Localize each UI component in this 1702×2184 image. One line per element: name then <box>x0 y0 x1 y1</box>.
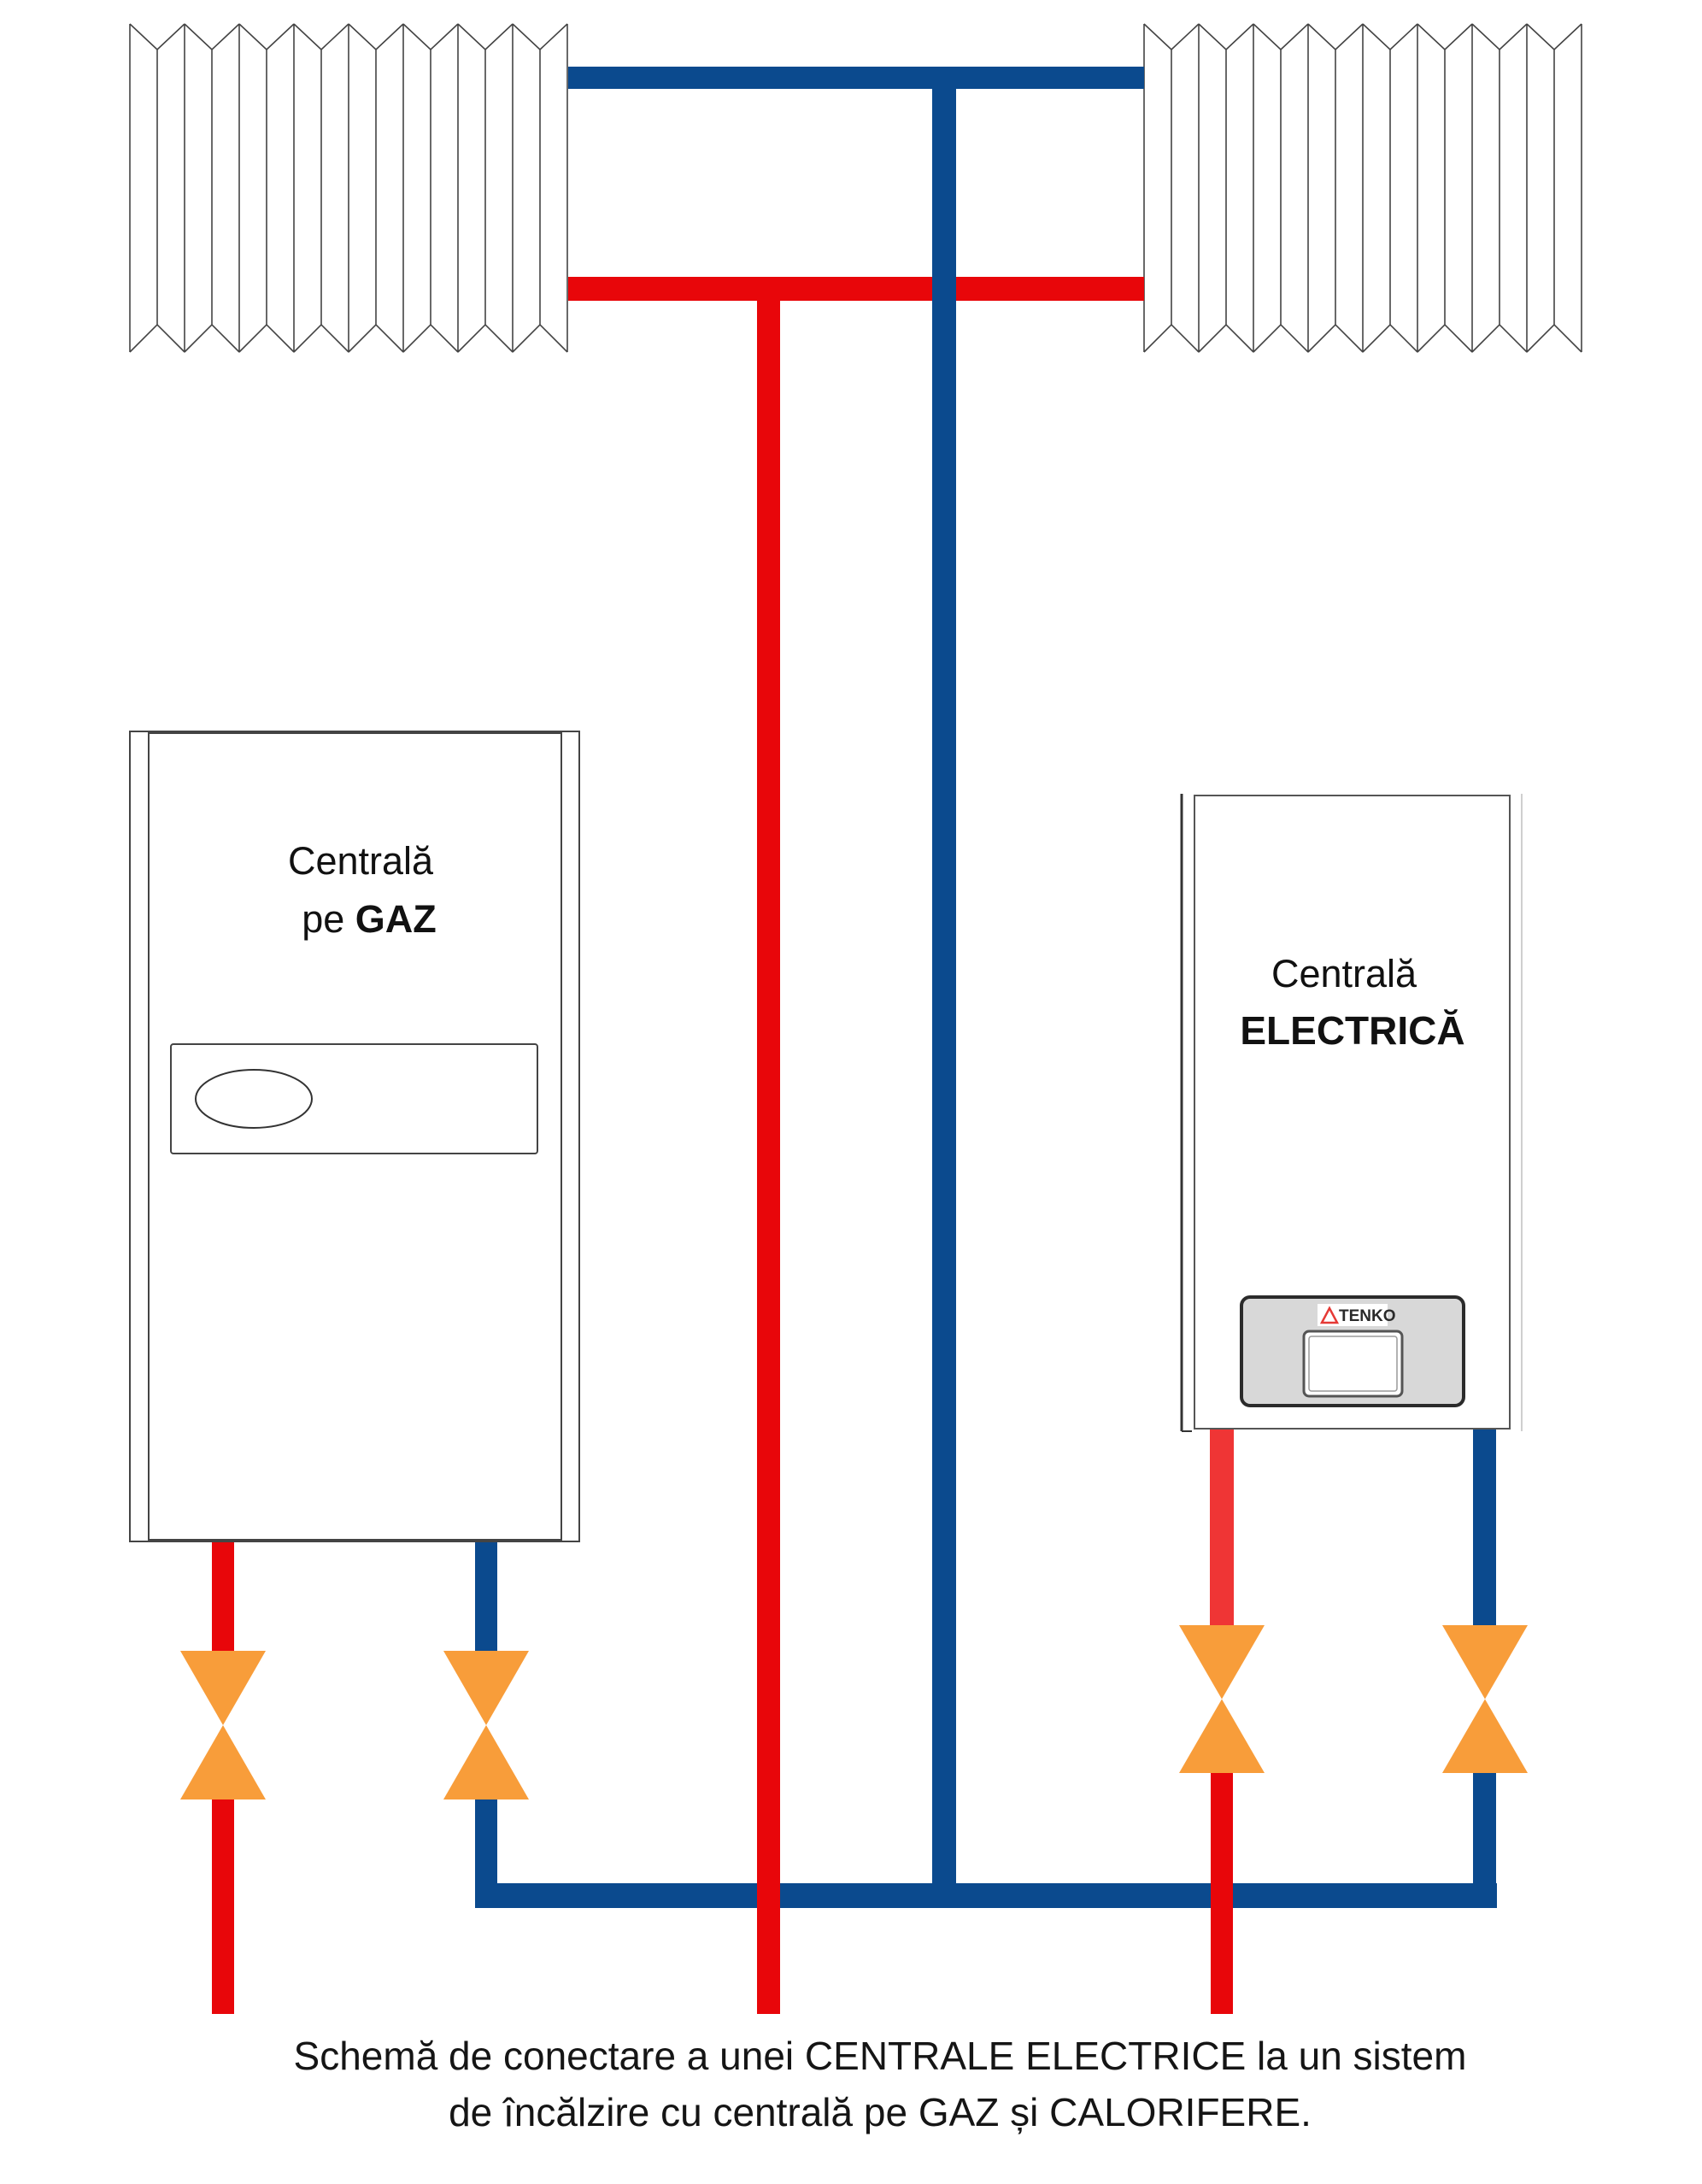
cold-pipe-electric-boiler-lower <box>1473 1764 1496 1908</box>
hot-pipe-gas-boiler-lower <box>212 1790 234 2014</box>
hot-pipe-main-riser <box>757 277 780 2014</box>
hot-pipe-electric-boiler-upper <box>1210 1430 1234 1635</box>
gas-boiler-label-line2: pe GAZ <box>302 897 437 941</box>
valve-electric-return[interactable] <box>1442 1625 1528 1773</box>
valve-upper-triangle <box>1179 1625 1265 1700</box>
hot-pipe-top-manifold <box>568 277 1144 301</box>
radiator-left <box>129 23 568 353</box>
valve-upper-triangle <box>443 1651 529 1725</box>
shutoff-valves <box>180 1625 1528 1799</box>
electric-boiler: Centrală ELECTRICĂ TENKO <box>1180 794 1523 1432</box>
valve-gas-return[interactable] <box>443 1651 529 1799</box>
gas-boiler-label-gaz: GAZ <box>355 897 437 941</box>
valve-lower-triangle <box>1179 1699 1265 1773</box>
radiator-right <box>1143 23 1582 353</box>
tenko-brand-text: TENKO <box>1339 1307 1396 1325</box>
radiator-right-fins <box>1143 23 1582 353</box>
valve-upper-triangle <box>180 1651 266 1725</box>
cold-pipe-electric-boiler-upper <box>1473 1430 1496 1635</box>
cold-pipe-bottom-manifold <box>475 1883 1497 1908</box>
caption-line-2: de încălzire cu centrală pe GAZ și CALOR… <box>449 2090 1312 2134</box>
hot-pipe-gas-boiler-upper <box>212 1541 234 1661</box>
gas-boiler-label-prefix: pe <box>302 897 355 941</box>
pipe-network <box>212 67 1497 2014</box>
valve-gas-supply[interactable] <box>180 1651 266 1799</box>
valve-lower-triangle <box>180 1725 266 1799</box>
electric-boiler-label-line2: ELECTRICĂ <box>1240 1008 1464 1053</box>
electric-boiler-control-panel: TENKO <box>1240 1295 1465 1407</box>
cold-pipe-gas-boiler-upper <box>475 1541 497 1661</box>
cold-pipe-top-manifold <box>568 67 1144 89</box>
hot-pipe-electric-crossing <box>1211 1876 1233 1918</box>
caption-line-1: Schemă de conectare a unei CENTRALE ELEC… <box>294 2034 1467 2078</box>
gas-boiler: Centrală pe GAZ <box>129 731 580 1542</box>
hot-pipe-main-riser-crossing <box>757 1876 780 1918</box>
control-panel-screen-inner <box>1308 1336 1398 1392</box>
valve-lower-triangle <box>1442 1699 1528 1773</box>
valve-electric-supply[interactable] <box>1179 1625 1265 1773</box>
radiator-left-fins <box>129 23 568 353</box>
valve-lower-triangle <box>443 1725 529 1799</box>
gas-boiler-display-icon <box>195 1069 313 1129</box>
warning-triangle-icon <box>1319 1306 1340 1324</box>
valve-upper-triangle <box>1442 1625 1528 1700</box>
electric-boiler-label-line1: Centrală <box>1271 952 1417 995</box>
cold-pipe-main-riser <box>932 67 956 1908</box>
gas-boiler-label-line1: Centrală <box>288 839 434 883</box>
